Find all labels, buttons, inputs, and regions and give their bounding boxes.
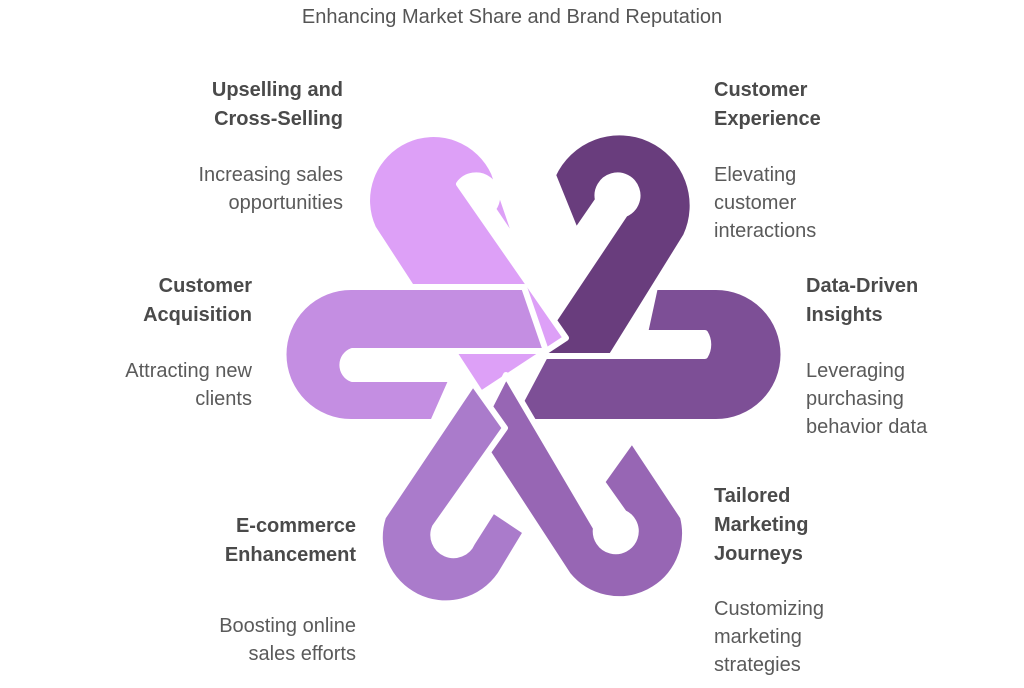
item-description: Boosting online sales efforts bbox=[219, 615, 356, 665]
item-heading: Upselling and Cross-Selling bbox=[211, 79, 343, 130]
petal-data-driven bbox=[507, 284, 787, 425]
petal-tailored-marketing bbox=[473, 372, 688, 603]
item-description: Attracting new clients bbox=[125, 360, 252, 410]
item-description: Elevating customer interactions bbox=[714, 164, 817, 242]
item-tailored-marketing: Tailored Marketing Journeys Customizing … bbox=[714, 482, 924, 679]
item-data-driven: Data-Driven Insights Leveraging purchasi… bbox=[806, 272, 1016, 441]
petal-upselling bbox=[364, 131, 569, 397]
item-upselling: Upselling and Cross-Selling Increasing s… bbox=[140, 76, 343, 217]
item-description: Leveraging purchasing behavior data bbox=[806, 360, 928, 438]
item-heading: Data-Driven Insights bbox=[806, 275, 919, 326]
petal-ecommerce bbox=[376, 380, 529, 607]
item-description: Increasing sales opportunities bbox=[198, 164, 343, 214]
item-heading: E-commerce Enhancement bbox=[224, 515, 356, 566]
diagram-title: Enhancing Market Share and Brand Reputat… bbox=[301, 6, 723, 28]
item-heading: Customer Experience bbox=[714, 79, 821, 130]
petal-customer-acquisition bbox=[280, 284, 549, 425]
item-ecommerce: E-commerce Enhancement Boosting online s… bbox=[150, 512, 356, 668]
item-heading: Tailored Marketing Journeys bbox=[714, 485, 809, 565]
item-description: Customizing marketing strategies bbox=[714, 598, 825, 676]
petal-customer-experience bbox=[529, 129, 696, 392]
item-heading: Customer Acquisition bbox=[143, 275, 252, 326]
item-customer-experience: Customer Experience Elevating customer i… bbox=[714, 76, 924, 245]
item-customer-acquisition: Customer Acquisition Attracting new clie… bbox=[60, 272, 252, 413]
